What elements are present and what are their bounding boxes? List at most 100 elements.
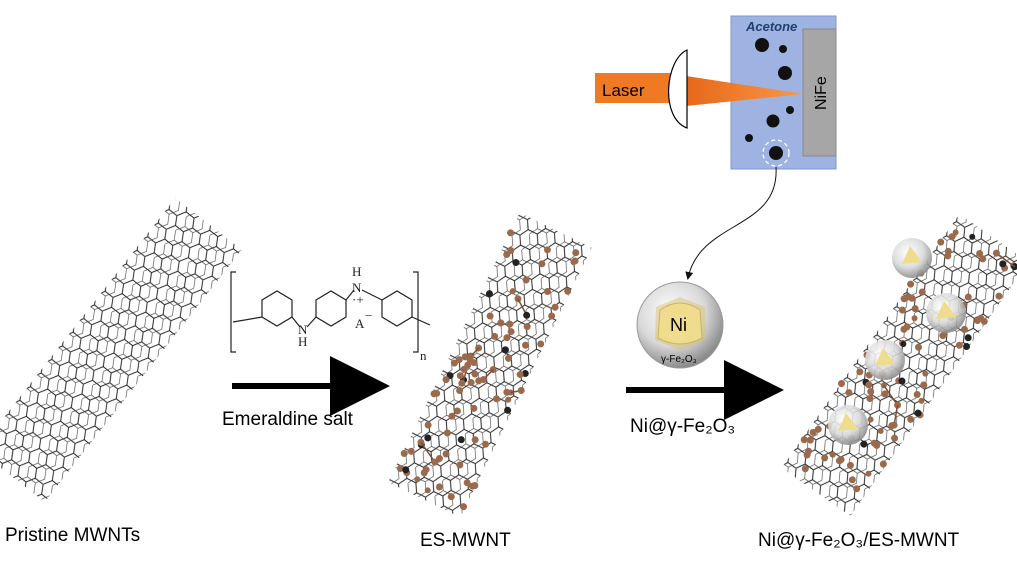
polymer-bead <box>856 368 864 376</box>
polymer-bead <box>486 312 494 320</box>
amine-n: N <box>298 322 308 337</box>
final-product-label: Ni@γ-Fe₂O₃/ES-MWNT <box>758 530 960 551</box>
polymer-bead <box>873 441 881 449</box>
polymer-bead <box>453 407 461 415</box>
polymer-bead <box>538 260 546 268</box>
polymer-bead <box>913 390 921 398</box>
polymer-bead <box>976 250 984 258</box>
polymer-bead <box>523 323 531 331</box>
polymer-bead <box>806 436 814 444</box>
polymer-bead <box>544 287 552 295</box>
polymer-bead <box>491 332 499 340</box>
polymer-bead <box>506 320 514 328</box>
polymer-bead <box>482 440 490 448</box>
polymer-bead <box>471 370 479 378</box>
polymer-bead <box>867 388 875 396</box>
polymer-bead <box>522 276 530 284</box>
polymer-bead <box>522 341 530 349</box>
step2-label: Ni@γ-Fe₂O₃ <box>630 416 735 437</box>
polymer-bead <box>507 229 515 237</box>
polymer-bead <box>443 429 451 437</box>
polymer-bead <box>543 246 551 254</box>
polymer-bead <box>911 305 919 313</box>
polymer-bead <box>908 294 916 302</box>
polymer-bead <box>877 427 884 434</box>
pristine-mwnt-tube <box>0 198 242 502</box>
polymer-bond <box>883 384 899 406</box>
laser-label: Laser <box>602 81 645 100</box>
polymer-bead <box>447 493 455 501</box>
polymer-bead <box>503 334 511 342</box>
polymer-bead <box>523 311 531 319</box>
polymer-bead <box>424 487 431 494</box>
polymer-bead <box>456 461 464 469</box>
pristine-label: Pristine MWNTs <box>5 525 140 546</box>
polymer-bead <box>974 317 982 325</box>
polymer-bead <box>497 319 505 327</box>
polymer-bead <box>548 312 556 320</box>
polymer-bead <box>442 376 450 384</box>
lens-icon <box>668 49 688 129</box>
polymer-bead <box>424 421 432 429</box>
polymer-bead <box>463 479 471 487</box>
polymer-bead <box>456 372 464 380</box>
polymer-bead <box>914 409 922 417</box>
polymer-bead <box>501 346 509 354</box>
polymer-bead <box>907 415 915 423</box>
connector-arrow <box>685 166 777 280</box>
polymer-bead <box>879 460 887 468</box>
polymer-bead <box>407 447 415 455</box>
polymer-bead <box>470 404 478 412</box>
polymer-bead <box>964 334 972 342</box>
polymer-bead <box>430 390 438 398</box>
polymer-bead <box>848 476 856 484</box>
imine-h: H <box>352 264 361 279</box>
polymer-bead <box>505 396 512 403</box>
polymer-bead <box>442 450 450 458</box>
repeat-unit-n: n <box>420 348 427 363</box>
acetone-label: Acetone <box>745 19 797 34</box>
polymer-bead <box>835 457 843 465</box>
polymer-bead <box>468 482 476 490</box>
polymer-bead <box>464 361 472 369</box>
polymer-bead <box>894 401 902 409</box>
amine-h: H <box>298 334 307 349</box>
polymer-bead <box>470 359 478 367</box>
polymer-bead <box>448 412 456 420</box>
polymer-bead <box>803 451 811 459</box>
polymer-bead <box>435 483 443 491</box>
polymer-bead <box>900 341 907 348</box>
polymer-bead <box>845 389 853 397</box>
polymer-bead <box>458 379 466 387</box>
polymer-bead <box>960 325 968 333</box>
polymer-bead <box>396 464 404 472</box>
polymer-bead <box>572 249 580 257</box>
polymer-bead <box>517 387 525 395</box>
polymer-bead <box>801 465 809 473</box>
es-mwnt-tube <box>388 212 592 518</box>
core-shell-nanoparticle: Ni γ-Fe₂O₃ <box>636 281 724 369</box>
anion-charge: − <box>365 308 372 323</box>
polymer-bead <box>570 259 577 266</box>
polymer-bead <box>821 454 829 462</box>
polymer-bead <box>551 303 559 311</box>
nife-label: NiFe <box>813 76 830 110</box>
imine-n: N <box>352 280 362 295</box>
polymer-bond <box>420 441 436 463</box>
polymer-bead <box>992 249 1000 257</box>
polymer-bead <box>846 461 854 469</box>
polymer-bond <box>995 252 1016 268</box>
polymer-bead <box>509 288 516 295</box>
polymer-bead <box>890 421 898 429</box>
polymer-bead <box>918 288 926 296</box>
shell-label: γ-Fe₂O₃ <box>661 354 697 365</box>
polymer-bead <box>865 470 872 477</box>
anion: A <box>355 316 365 331</box>
polymer-bead <box>952 229 959 236</box>
polymer-bead <box>414 476 421 483</box>
polymer-bead <box>891 434 899 442</box>
polymer-bead <box>507 328 515 336</box>
polymer-bead <box>485 290 493 298</box>
polymer-bead <box>898 306 906 314</box>
